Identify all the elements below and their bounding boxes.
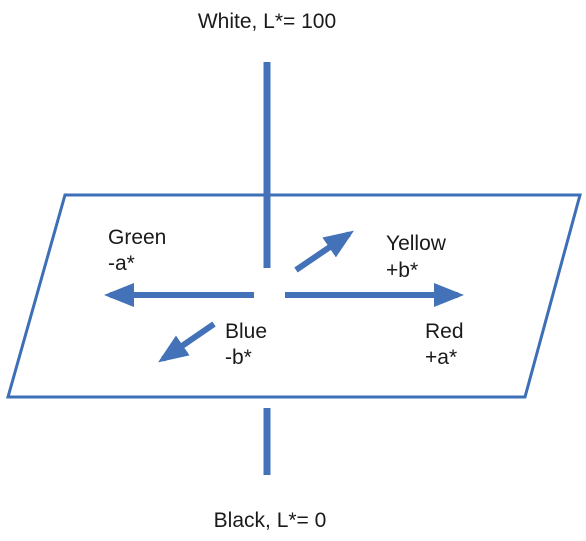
red-axis-label: +a*	[425, 346, 457, 369]
blue-label: Blue	[225, 320, 267, 343]
yellow-label: Yellow	[386, 232, 447, 255]
white-label: White, L*= 100	[198, 10, 336, 33]
red-label: Red	[425, 320, 464, 343]
yellow-axis-label: +b*	[386, 259, 418, 282]
blue-axis-arrow	[158, 321, 216, 363]
black-label: Black, L*= 0	[214, 509, 327, 532]
yellow-axis-arrow	[294, 230, 354, 273]
green-axis-label: -a*	[108, 252, 135, 275]
blue-axis-label: -b*	[225, 346, 252, 369]
green-label: Green	[108, 226, 166, 249]
